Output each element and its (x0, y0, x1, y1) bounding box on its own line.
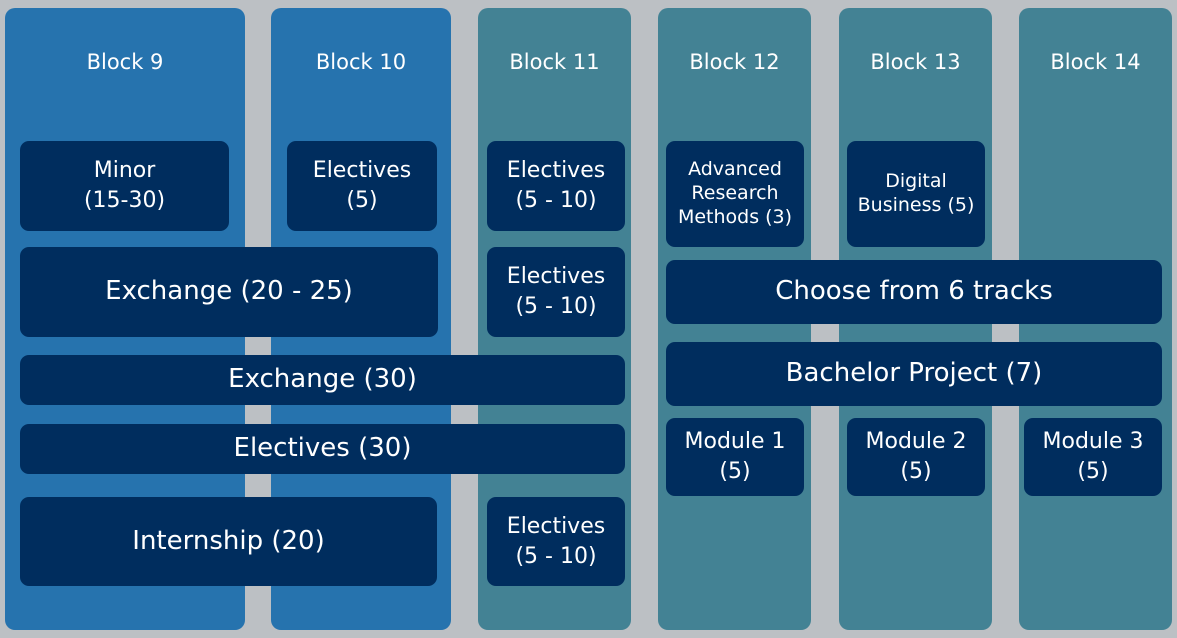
minor-box: Minor (15-30) (20, 141, 229, 231)
column-title: Block 11 (509, 50, 600, 74)
electives-block-11-box-top: Electives (5 - 10) (487, 141, 625, 231)
electives-30-box: Electives (30) (20, 424, 625, 474)
electives-block-10-box: Electives (5) (287, 141, 437, 231)
internship-box: Internship (20) (20, 497, 437, 586)
module-2-box: Module 2 (5) (847, 418, 985, 496)
bachelor-project-box: Bachelor Project (7) (666, 342, 1162, 406)
advanced-research-methods-box: Advanced Research Methods (3) (666, 141, 804, 247)
module-3-box: Module 3 (5) (1024, 418, 1162, 496)
digital-business-box: Digital Business (5) (847, 141, 985, 247)
column-title: Block 9 (86, 50, 164, 74)
choose-tracks-box: Choose from 6 tracks (666, 260, 1162, 324)
electives-block-11-box-middle: Electives (5 - 10) (487, 247, 625, 337)
column-title: Block 12 (689, 50, 780, 74)
exchange-20-25-box: Exchange (20 - 25) (20, 247, 438, 337)
column-title: Block 14 (1050, 50, 1141, 74)
module-1-box: Module 1 (5) (666, 418, 804, 496)
column-title: Block 10 (315, 50, 407, 74)
column-title: Block 13 (870, 50, 961, 74)
electives-block-11-box-bottom: Electives (5 - 10) (487, 497, 625, 586)
exchange-30-box: Exchange (30) (20, 355, 625, 405)
